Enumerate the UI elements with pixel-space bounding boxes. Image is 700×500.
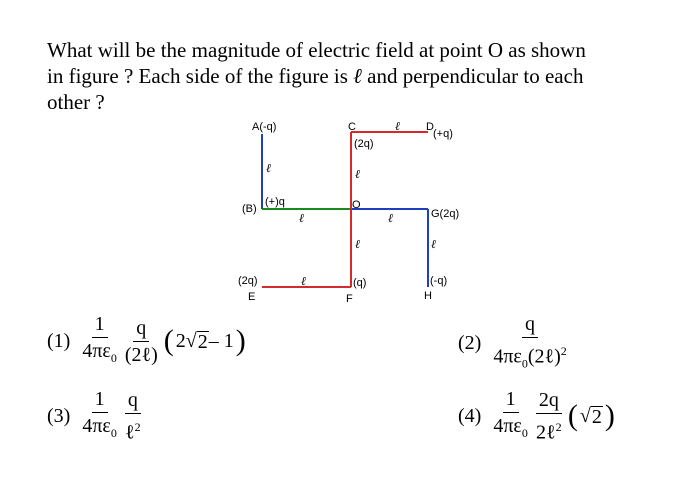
sqrt-expression: √2 [580, 405, 603, 428]
sqrt-expression: √2 [186, 330, 209, 353]
side-label-OF: ℓ [355, 237, 360, 251]
fraction-denominator: 4πε0 [82, 413, 117, 444]
option-3[interactable]: (3) 1 4πε0 q ℓ2 [47, 388, 145, 444]
fraction-numerator: 1 [91, 388, 108, 413]
ell-symbol: ℓ [353, 64, 362, 88]
option-2-number: (2) [458, 332, 482, 355]
den-text: 4πε [82, 340, 111, 362]
fraction-numerator: q [522, 313, 539, 338]
den-text: 2ℓ [536, 421, 556, 444]
fraction-numerator: 1 [502, 388, 519, 413]
side-label-GH: ℓ [431, 237, 436, 251]
den-superscript: 2 [560, 344, 567, 358]
question-line-2-end: and perpendicular to each [361, 64, 584, 88]
den-superscript: 2 [555, 419, 562, 434]
minus-one: – 1 [208, 329, 234, 352]
option-4-fraction-1: 1 4πε0 [493, 388, 528, 444]
label-F-charge: (q) [353, 277, 366, 289]
coefficient: 2 [175, 329, 186, 352]
label-H-charge: (-q) [430, 275, 447, 287]
side-label-BO: ℓ [299, 211, 304, 225]
fraction-denominator: ℓ2 [125, 414, 141, 444]
den-subscript: 0 [110, 351, 117, 365]
fraction-numerator: 2q [535, 389, 562, 414]
close-paren: ) [604, 399, 615, 432]
option-3-fraction-2: q ℓ2 [124, 389, 141, 444]
open-paren: ( [567, 399, 578, 432]
label-A: A(-q) [252, 121, 276, 133]
close-paren: ) [235, 324, 246, 357]
question-line-3: other ? [47, 90, 105, 114]
label-H: H [424, 290, 432, 302]
den-text: 4πε [493, 415, 522, 437]
label-B-charge: (+)q [265, 196, 285, 208]
option-4-number: (4) [458, 404, 482, 427]
den-superscript: 2 [134, 419, 141, 434]
fraction-denominator: 2ℓ2 [536, 414, 562, 444]
fraction-numerator: q [133, 317, 150, 342]
option-1[interactable]: (1) 1 4πε0 q (2ℓ) ( 2 √2 – 1 ) [47, 313, 248, 369]
option-1-number: (1) [47, 329, 71, 352]
question-line-1: What will be the magnitude of electric f… [47, 38, 586, 62]
option-1-fraction-1: 1 4πε0 [82, 313, 117, 369]
den-subscript: 0 [521, 426, 528, 440]
den-text-2: (2ℓ) [527, 345, 561, 368]
den-text: 4πε [493, 345, 522, 368]
sqrt-radicand: 2 [590, 405, 603, 428]
den-subscript: 0 [110, 426, 117, 440]
label-F: F [346, 293, 353, 305]
side-label-CD: ℓ [395, 119, 400, 133]
label-C: C [348, 121, 356, 133]
side-label-AB: ℓ [266, 161, 271, 175]
den-text: 4πε [82, 415, 111, 437]
fraction-numerator: 1 [91, 313, 108, 338]
fraction-denominator: (2ℓ) [124, 343, 158, 366]
fraction-denominator: 4πε0 [82, 338, 117, 369]
fraction-denominator: 4πε0 [493, 413, 528, 444]
label-B: (B) [242, 203, 257, 215]
side-label-EF: ℓ [301, 274, 306, 288]
label-E-charge: (2q) [238, 275, 258, 287]
sqrt-symbol: √ [185, 329, 197, 352]
option-3-number: (3) [47, 404, 71, 427]
fraction-denominator: 4πε0(2ℓ)2 [493, 338, 566, 375]
option-3-fraction-1: 1 4πε0 [82, 388, 117, 444]
label-G: G(2q) [431, 208, 459, 220]
option-4[interactable]: (4) 1 4πε0 2q 2ℓ2 ( √2 ) [458, 388, 617, 444]
den-text: ℓ [125, 421, 135, 444]
sqrt-symbol: √ [579, 404, 591, 427]
label-D: D [426, 121, 434, 133]
sqrt-radicand: 2 [196, 330, 209, 353]
open-paren: ( [163, 324, 174, 357]
option-4-fraction-2: 2q 2ℓ2 [535, 389, 562, 444]
label-E: E [248, 291, 255, 303]
side-label-OG: ℓ [388, 211, 393, 225]
side-label-CO: ℓ [355, 167, 360, 181]
label-D-charge: (+q) [433, 128, 453, 140]
option-2[interactable]: (2) q 4πε0(2ℓ)2 [458, 313, 571, 375]
option-2-fraction: q 4πε0(2ℓ)2 [493, 313, 566, 375]
question-line-2-start: in figure ? Each side of the figure is [47, 64, 354, 88]
question-line-2: in figure ? Each side of the figure is ℓ… [47, 63, 647, 89]
option-1-fraction-2: q (2ℓ) [125, 317, 158, 366]
fraction-numerator: q [124, 389, 141, 414]
question-text: What will be the magnitude of electric f… [47, 37, 647, 115]
label-C-charge: (2q) [354, 138, 374, 150]
den-subscript: 0 [521, 356, 528, 371]
label-O: O [352, 199, 361, 211]
